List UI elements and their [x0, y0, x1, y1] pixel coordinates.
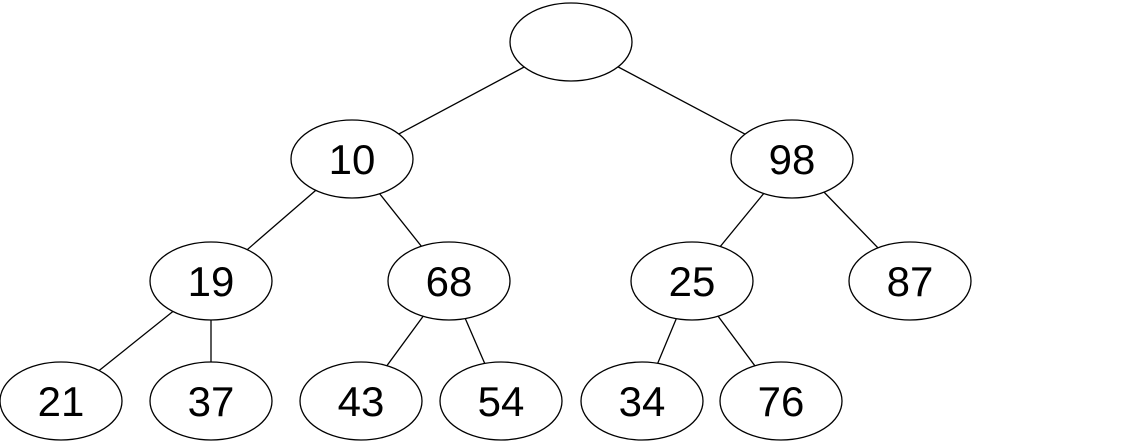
tree-node-root	[509, 2, 633, 82]
tree-node-19	[149, 241, 273, 321]
tree-node-25	[630, 241, 754, 321]
tree-node-98	[730, 119, 854, 199]
tree-node-label-54: 54	[478, 378, 525, 425]
tree-node-label-10: 10	[329, 136, 376, 183]
tree-node-label-34: 34	[619, 378, 666, 425]
tree-node-10	[290, 119, 414, 199]
tree-node-label-19: 19	[188, 258, 235, 305]
tree-node-37	[149, 361, 273, 441]
tree-node-87	[848, 241, 972, 321]
tree-node-label-25: 25	[669, 258, 716, 305]
tree-node-label-76: 76	[758, 378, 805, 425]
tree-node-label-43: 43	[338, 378, 385, 425]
tree-node-label-21: 21	[38, 378, 85, 425]
tree-node-label-98: 98	[769, 136, 816, 183]
tree-node-76	[719, 361, 843, 441]
tree-node-43	[299, 361, 423, 441]
tree-node-label-87: 87	[887, 258, 934, 305]
tree-node-21	[0, 361, 123, 441]
tree-node-68	[387, 241, 511, 321]
tree-node-34	[580, 361, 704, 441]
tree-node-label-68: 68	[426, 258, 473, 305]
tree-node-label-37: 37	[188, 378, 235, 425]
tree-node-54	[439, 361, 563, 441]
